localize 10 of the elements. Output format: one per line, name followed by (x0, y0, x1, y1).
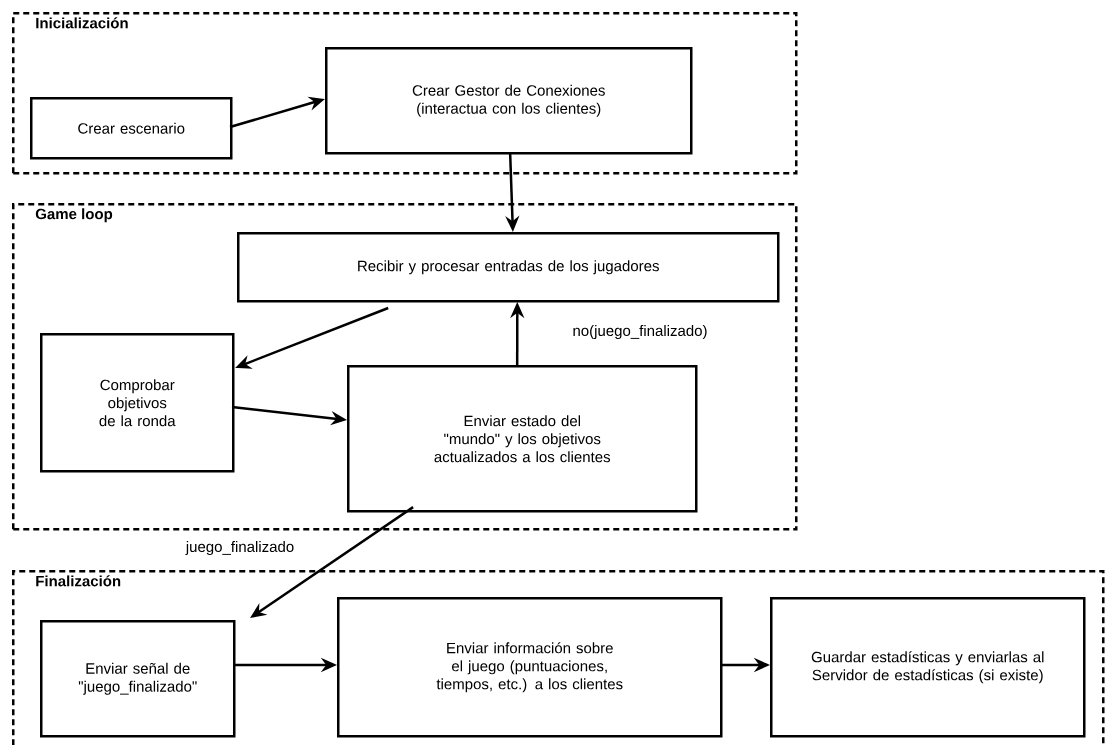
process-box: Crear Gestor de Conexiones (interactua con los clientes) (325, 47, 693, 155)
process-box: Enviar estado del "mundo" y los objetivos actualizados a los clientes (347, 365, 698, 513)
process-box: Enviar señal de "juego_finalizado" (40, 620, 236, 738)
process-box: Enviar información sobre el juego (puntuaciones, tiempos, etc.) a los clientes (337, 597, 723, 738)
process-box: Guardar estadísticas y enviarlas al Servidor de estadísticas (si existe) (770, 597, 1086, 738)
process-box: Comprobar objetivos de la ronda (40, 333, 235, 473)
process-box: Crear escenario (30, 97, 233, 160)
process-box: Recibir y procesar entradas de los jugadores (237, 232, 780, 303)
edge-label: no(juego_finalizado) (570, 323, 710, 341)
edge-label: juego_finalizado (183, 539, 297, 557)
